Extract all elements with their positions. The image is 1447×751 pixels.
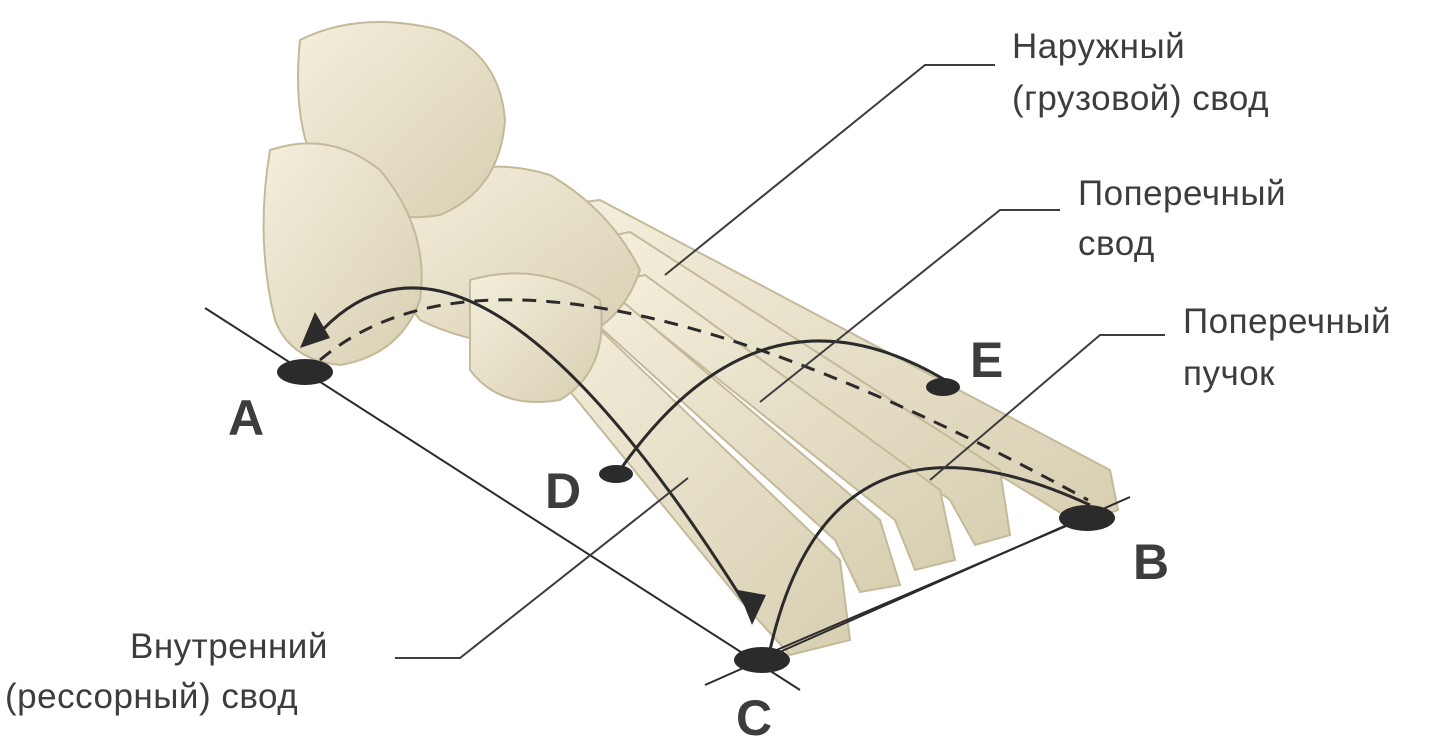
point-a-marker (277, 359, 333, 385)
point-c-label: C (736, 693, 772, 743)
outer-arch-label-line2: (грузовой) свод (1012, 77, 1269, 121)
point-b-marker (1059, 505, 1115, 531)
point-c-marker (734, 647, 790, 673)
point-e-label: E (970, 335, 1003, 385)
point-e-marker (926, 378, 960, 396)
outer-arch-label-line1: Наружный (1012, 25, 1185, 69)
transverse-bundle-label-line2: пучок (1183, 352, 1275, 396)
point-a-label: A (228, 393, 264, 443)
point-b-label: B (1133, 537, 1169, 587)
transverse-bundle-label-line1: Поперечный (1183, 300, 1391, 344)
point-d-label: D (545, 466, 581, 516)
point-d-marker (599, 465, 633, 483)
transverse-arch-label-line2: свод (1078, 222, 1155, 266)
transverse-arch-label-line1: Поперечный (1078, 172, 1286, 216)
leader-inner-arch (395, 478, 688, 658)
inner-arch-label-line2: (рессорный) свод (5, 675, 298, 719)
inner-arch-label-line1: Внутренний (130, 625, 328, 669)
leader-outer-arch (665, 65, 995, 275)
